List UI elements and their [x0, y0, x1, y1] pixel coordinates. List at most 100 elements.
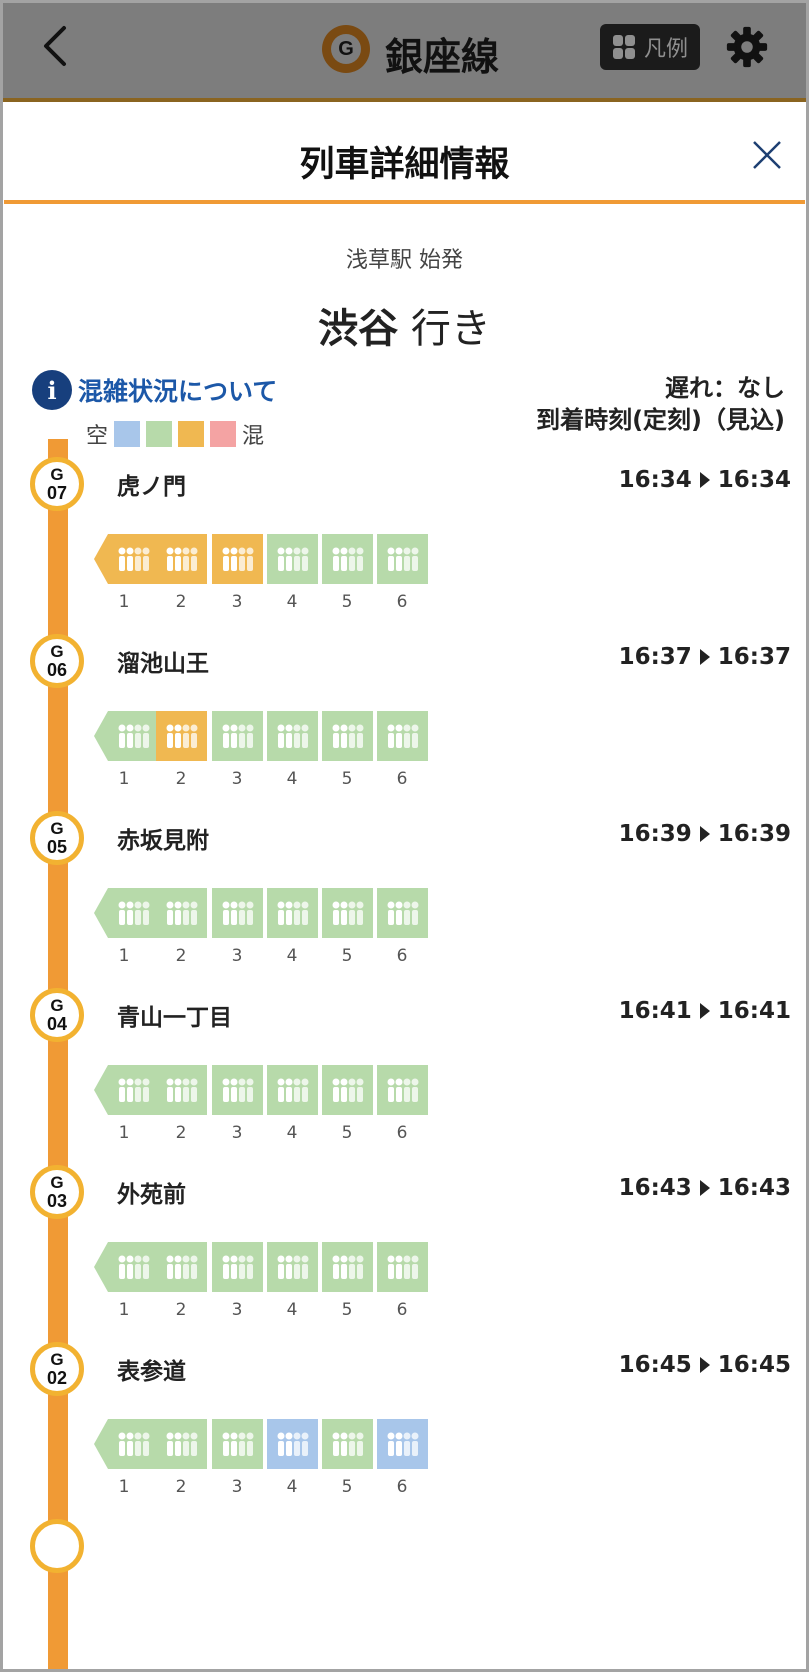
legend-swatch-3 [178, 421, 205, 447]
train-car-2[interactable] [156, 711, 207, 761]
train-car-2[interactable] [156, 1065, 207, 1115]
people-icon [332, 724, 363, 748]
train-car-1[interactable] [94, 1065, 164, 1115]
arrow-right-icon [699, 826, 710, 842]
train-car-5[interactable] [322, 711, 373, 761]
back-button[interactable] [36, 22, 76, 70]
train-car-4[interactable] [267, 1065, 318, 1115]
train-car-6[interactable] [377, 1065, 428, 1115]
scheduled-time: 16:39 [618, 821, 692, 847]
close-button[interactable] [750, 138, 784, 172]
people-icon [222, 724, 253, 748]
train-car-1[interactable] [94, 711, 164, 761]
station-code-letter: G [50, 642, 64, 661]
people-icon [332, 547, 363, 571]
train-car-5[interactable] [322, 534, 373, 584]
car-number: 4 [286, 769, 298, 789]
scheduled-time: 16:41 [618, 998, 692, 1024]
train-car-3[interactable] [212, 1242, 263, 1292]
congestion-info-link[interactable]: i 混雑状況について [32, 370, 277, 410]
destination: 渋谷 行き [4, 296, 805, 354]
train-car-1[interactable] [94, 534, 164, 584]
app-header: G 銀座線 凡例 [0, 0, 809, 102]
train-car-4[interactable] [267, 1419, 318, 1469]
car-number: 3 [231, 1123, 243, 1143]
car-number: 1 [118, 1477, 130, 1497]
train-car-1[interactable] [94, 888, 164, 938]
train-car-2[interactable] [156, 1242, 207, 1292]
train-car-2[interactable] [156, 534, 207, 584]
train-car-6[interactable] [377, 1242, 428, 1292]
settings-button[interactable] [724, 24, 770, 70]
car-number: 2 [175, 1300, 187, 1320]
train-car-4[interactable] [267, 888, 318, 938]
train-car-2[interactable] [156, 888, 207, 938]
people-icon [118, 901, 150, 925]
train-car-5[interactable] [322, 1242, 373, 1292]
train-car-3[interactable] [212, 534, 263, 584]
arrow-right-icon [699, 1003, 710, 1019]
train-car-5[interactable] [322, 888, 373, 938]
train-car-3[interactable] [212, 711, 263, 761]
train-car-6[interactable] [377, 711, 428, 761]
people-icon [612, 35, 635, 59]
expected-time: 16:43 [717, 1175, 791, 1201]
train-car-2[interactable] [156, 1419, 207, 1469]
car-number: 3 [231, 769, 243, 789]
expected-time: 16:45 [717, 1352, 791, 1378]
legend-button[interactable]: 凡例 [600, 24, 700, 70]
arrival-header: 到着時刻(定刻)（見込) [536, 406, 785, 434]
people-icon [166, 1255, 197, 1279]
train-car-6[interactable] [377, 888, 428, 938]
car-number: 6 [396, 946, 408, 966]
delay-status: 遅れ：なし 到着時刻(定刻)（見込) [536, 372, 785, 436]
car-number: 5 [341, 946, 353, 966]
people-icon [277, 1432, 308, 1456]
car-number: 5 [341, 1300, 353, 1320]
people-icon [222, 547, 253, 571]
train-car-4[interactable] [267, 534, 318, 584]
train-car-4[interactable] [267, 711, 318, 761]
sheet-divider [4, 200, 805, 204]
train-car-1[interactable] [94, 1419, 164, 1469]
line-title: 銀座線 [385, 35, 500, 79]
station-code-number: 05 [46, 837, 68, 857]
people-icon [118, 1432, 150, 1456]
train-car-1[interactable] [94, 1242, 164, 1292]
car-number: 6 [396, 1300, 408, 1320]
station-code-letter: G [50, 1350, 64, 1369]
train-car-3[interactable] [212, 888, 263, 938]
people-icon [277, 901, 308, 925]
station-code-badge-partial [30, 1519, 84, 1573]
train-car-5[interactable] [322, 1065, 373, 1115]
destination-suffix: 行き [410, 306, 491, 352]
train-car-3[interactable] [212, 1065, 263, 1115]
legend-full-label: 混 [242, 424, 265, 449]
car-number: 5 [341, 592, 353, 612]
train-car-6[interactable] [377, 534, 428, 584]
station-name: 赤坂見附 [117, 828, 209, 854]
car-number: 1 [118, 1300, 130, 1320]
car-number: 2 [175, 769, 187, 789]
people-icon [387, 1078, 418, 1102]
train-car-6[interactable] [377, 1419, 428, 1469]
train-detail-sheet: 列車詳細情報 浅草駅 始発 渋谷 行き i 混雑状況について 空 混 遅れ：なし… [4, 106, 805, 1672]
train-car-5[interactable] [322, 1419, 373, 1469]
station-code-number: 03 [46, 1191, 68, 1211]
legend-button-label: 凡例 [643, 37, 688, 62]
people-icon [222, 901, 253, 925]
people-icon [118, 547, 150, 571]
train-car-4[interactable] [267, 1242, 318, 1292]
train-car-3[interactable] [212, 1419, 263, 1469]
